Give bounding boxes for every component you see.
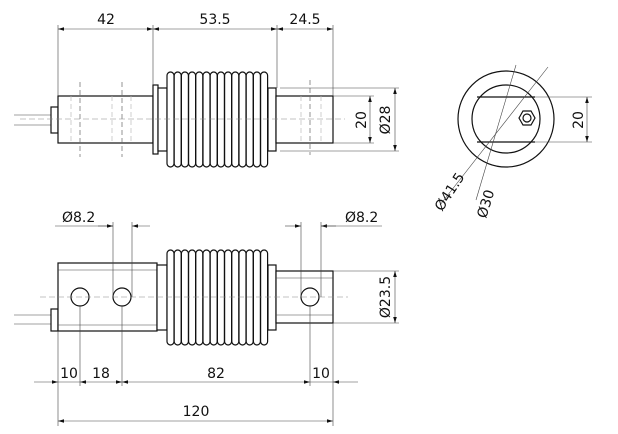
dim-d28: Ø28 — [378, 106, 394, 135]
bellows-fin — [166, 249, 175, 346]
bellows-fin — [238, 249, 247, 346]
bellows-fin — [245, 71, 254, 168]
dim-53-5: 53.5 — [199, 12, 230, 28]
top-view: 42 53.5 24.5 20 Ø28 — [14, 12, 399, 168]
dim-left-hole: Ø8.2 — [62, 210, 95, 226]
dim-d41-5: Ø41.5 — [432, 170, 468, 214]
bellows-fin — [202, 71, 211, 168]
dim-10-right: 10 — [312, 366, 330, 382]
dim-82: 82 — [207, 366, 225, 382]
bellows-fin — [202, 249, 211, 346]
bellows-fin — [231, 249, 240, 346]
dim-end-20: 20 — [571, 111, 587, 129]
bellows-fin — [180, 249, 189, 346]
bellows-fin — [224, 249, 233, 346]
bellows-fin — [209, 71, 218, 168]
bellows-fin — [231, 71, 240, 168]
cable-gland — [50, 106, 59, 134]
bellows-fin — [188, 71, 197, 168]
left-block — [57, 95, 154, 144]
dim-42: 42 — [97, 12, 115, 28]
bellows-fin — [216, 249, 225, 346]
bellows-fin — [173, 249, 182, 346]
dim-24-5: 24.5 — [289, 12, 320, 28]
bellows-fin — [209, 249, 218, 346]
end-view: 20 Ø41.5 Ø30 — [432, 64, 592, 220]
bellows-fin — [260, 71, 269, 168]
bellows-fin — [252, 71, 261, 168]
dim-18: 18 — [92, 366, 110, 382]
bellows-fin — [166, 71, 175, 168]
dim-right-hole: Ø8.2 — [345, 210, 378, 226]
bellows-fin — [224, 71, 233, 168]
dim-120: 120 — [183, 404, 210, 420]
bellows-fin — [252, 249, 261, 346]
bellows — [166, 249, 269, 346]
bellows-fin — [195, 71, 204, 168]
dim-10-left: 10 — [60, 366, 78, 382]
bellows-fin — [260, 249, 269, 346]
bellows-fin — [238, 71, 247, 168]
bellows-fin — [173, 71, 182, 168]
bellows-fin — [195, 249, 204, 346]
bellows-fin — [188, 249, 197, 346]
bellows — [166, 71, 269, 168]
bellows-fin — [180, 71, 189, 168]
bellows-fin — [245, 249, 254, 346]
side-view: Ø8.2 Ø8.2 Ø23.5 10 18 82 10 120 — [14, 210, 399, 426]
bellows-fin — [216, 71, 225, 168]
dim-d23-5: Ø23.5 — [378, 276, 394, 318]
right-block — [275, 95, 334, 144]
dim-20: 20 — [354, 111, 370, 129]
